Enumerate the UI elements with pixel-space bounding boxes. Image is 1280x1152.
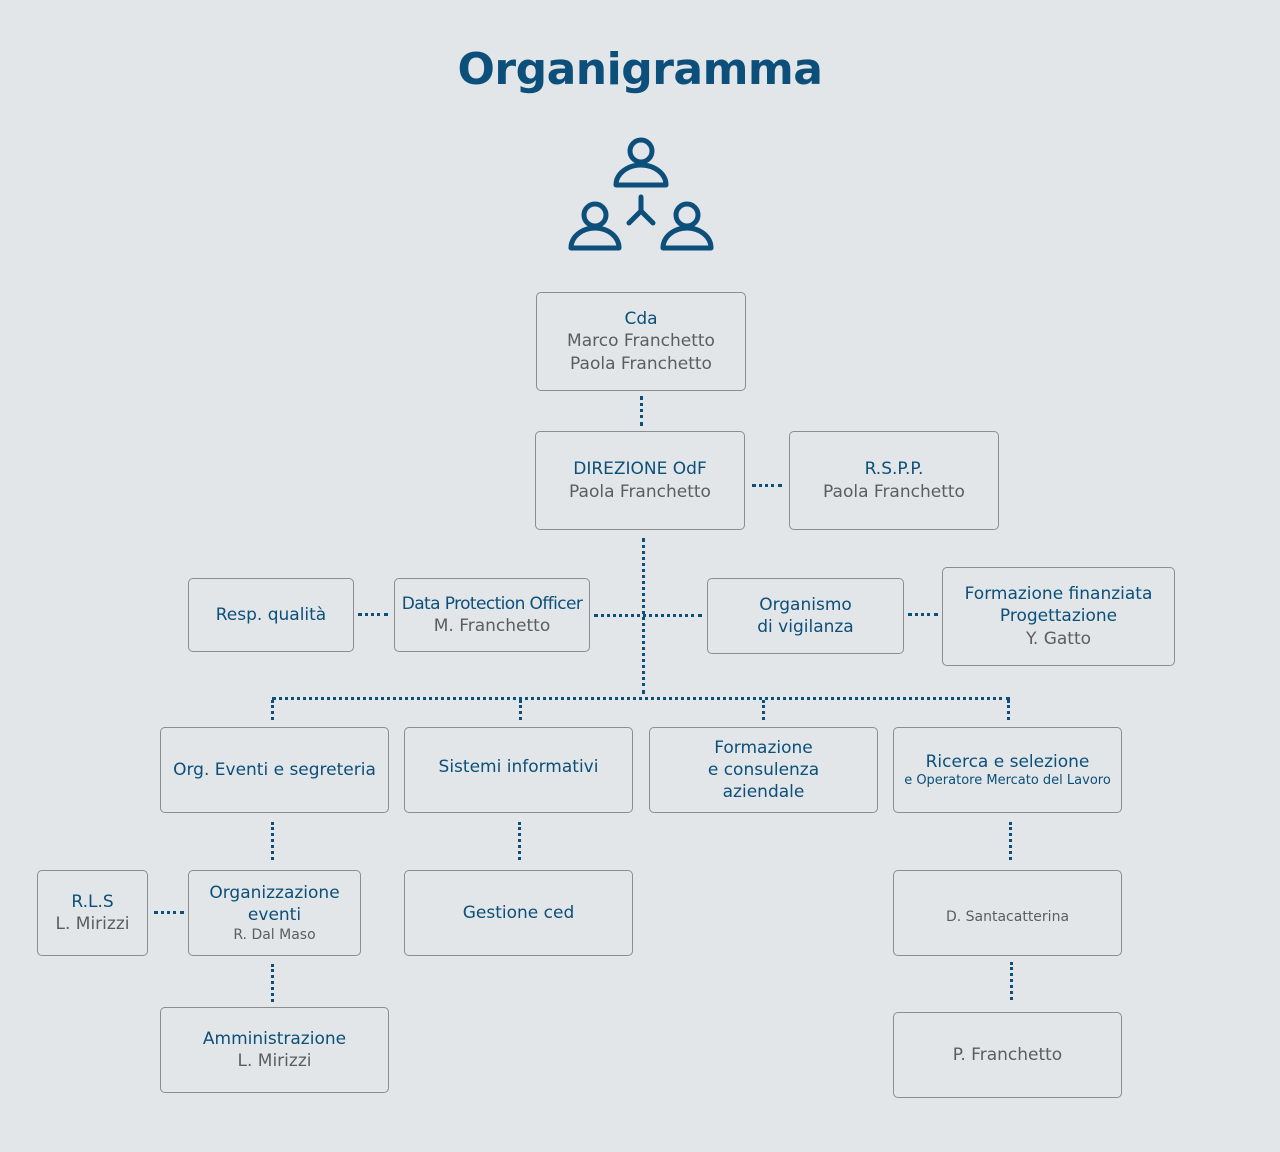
node-cda: Cda Marco Franchetto Paola Franchetto [536,292,746,391]
node-dpo: Data Protection Officer M. Franchetto [394,578,590,652]
connector-cda-direzione [640,396,643,426]
connector-drop-formazione [762,700,765,720]
node-role: Org. Eventi e segreteria [173,759,376,780]
node-amministrazione: Amministrazione L. Mirizzi [160,1007,389,1093]
node-person: R. Dal Maso [233,927,316,943]
node-role: Organizzazione [209,882,340,903]
connector-orgeventi-organizzazione [271,822,274,860]
connector-organizzazione-amministrazione [271,964,274,1002]
page-title: Organigramma [457,44,823,95]
node-role: aziendale [722,782,805,803]
connector-drop-sistemi [519,700,522,720]
node-role: Gestione ced [462,902,575,923]
connector-sistemi-ced [518,822,521,860]
node-role: Data Protection Officer [401,593,583,614]
connector-ricerca-santacatterina [1009,822,1012,860]
node-person: Paola Franchetto [823,481,965,502]
node-person: Paola Franchetto [570,353,712,374]
node-rls: R.L.S L. Mirizzi [37,870,148,956]
connector-main-horizontal [272,697,1010,700]
node-organizzazione-eventi: Organizzazione eventi R. Dal Maso [188,870,361,956]
connector-santacatterina-pfranchetto [1010,962,1013,1000]
node-person: Paola Franchetto [569,481,711,502]
node-org-eventi: Org. Eventi e segreteria [160,727,389,813]
node-role: Formazione [714,737,813,758]
connector-organismo-formazione [908,613,938,616]
connector-qualita-dpo [358,613,388,616]
node-direzione: DIREZIONE OdF Paola Franchetto [535,431,745,530]
node-formazione-finanziata: Formazione finanziata Progettazione Y. G… [942,567,1175,666]
connector-direzione-rspp [752,484,782,487]
node-gestione-ced: Gestione ced [404,870,633,956]
connector-drop-org-eventi [271,700,274,720]
node-role: Formazione finanziata [964,584,1153,605]
node-sistemi-informativi: Sistemi informativi [404,727,633,813]
node-ricerca-selezione: Ricerca e selezione e Operatore Mercato … [893,727,1122,813]
node-role: DIREZIONE OdF [573,459,707,480]
node-person: L. Mirizzi [237,1051,312,1071]
node-formazione-consulenza: Formazione e consulenza aziendale [649,727,878,813]
node-rspp: R.S.P.P. Paola Franchetto [789,431,999,530]
node-role: e consulenza [707,759,820,780]
connector-dpo-organismo [594,614,702,617]
node-person: M. Franchetto [433,616,551,636]
node-p-franchetto: P. Franchetto [893,1012,1122,1098]
node-role: Amministrazione [202,1028,347,1049]
node-role: Cda [624,309,658,330]
node-person: P. Franchetto [952,1044,1063,1065]
node-role: di vigilanza [757,617,854,637]
node-role: Resp. qualità [215,604,327,625]
connector-rls-organizzazione [154,911,184,914]
node-role: Sistemi informativi [438,756,599,777]
org-chart-people-icon [568,137,714,251]
node-person: Marco Franchetto [567,331,715,352]
node-role: Progettazione [999,606,1118,627]
node-organismo: Organismo di vigilanza [707,578,904,654]
node-subrole: e Operatore Mercato del Lavoro [904,772,1111,788]
node-person: L. Mirizzi [55,914,130,934]
node-role: eventi [247,904,302,925]
connector-drop-ricerca [1007,700,1010,720]
node-santacatterina: D. Santacatterina [893,870,1122,956]
node-role: Organismo [759,594,852,615]
node-person: Y. Gatto [1025,628,1092,649]
node-person: D. Santacatterina [945,908,1070,925]
node-role: Ricerca e selezione [925,751,1090,772]
node-role: R.S.P.P. [864,459,924,480]
node-role: R.L.S [71,891,114,912]
node-resp-qualita: Resp. qualità [188,578,354,652]
